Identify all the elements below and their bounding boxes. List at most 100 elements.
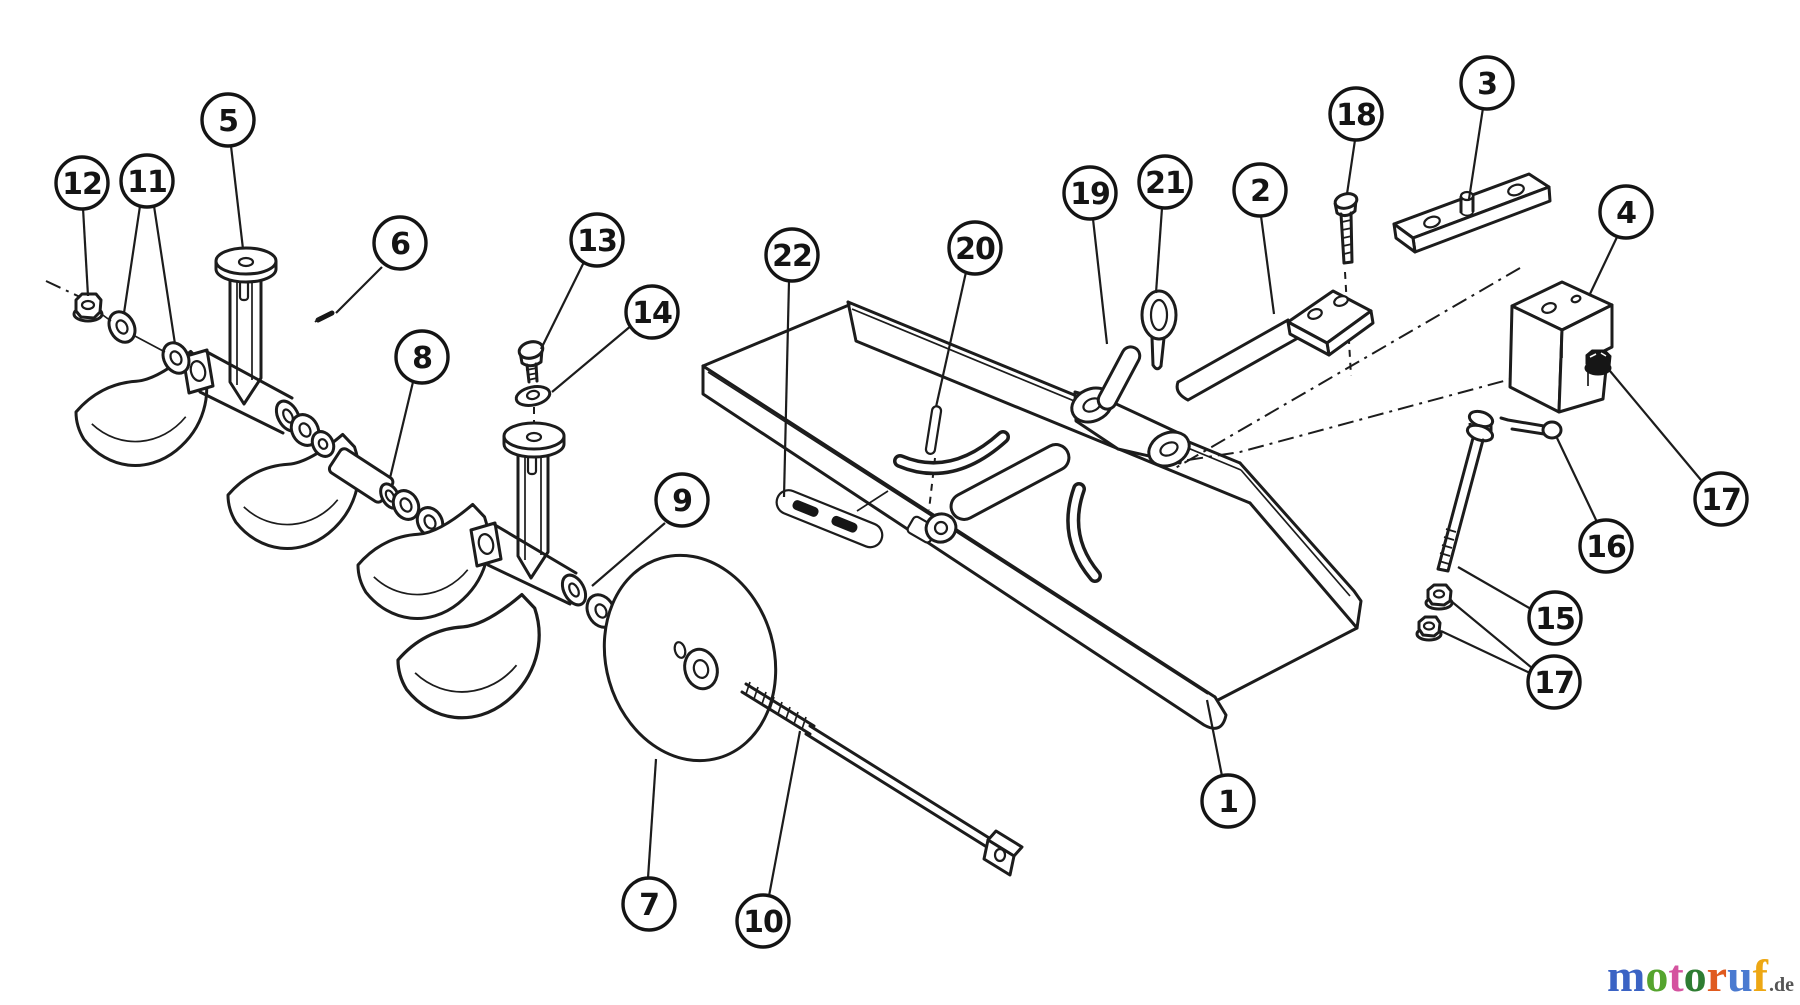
svg-text:2: 2 <box>1250 174 1270 209</box>
svg-text:10: 10 <box>743 905 783 940</box>
callout-2: 2 <box>1232 162 1288 218</box>
hex-bolt-13 <box>517 340 545 384</box>
logo-letter: t <box>1668 950 1684 1001</box>
logo-suffix: .de <box>1769 974 1794 996</box>
small-pin-6 <box>314 310 335 323</box>
logo-letter: m <box>1607 950 1646 1001</box>
machine-bolt-18 <box>1333 192 1359 265</box>
callout-19: 19 <box>1062 165 1118 221</box>
leader-20 <box>934 271 968 408</box>
hex-nut-12 <box>72 292 104 323</box>
lift-handle <box>1096 345 1142 411</box>
svg-text:15: 15 <box>1535 602 1575 637</box>
leader-9 <box>591 522 666 587</box>
svg-text:22: 22 <box>772 239 812 274</box>
leader-22 <box>782 280 791 498</box>
flange-nut <box>1415 615 1443 642</box>
slotted-bracket <box>775 489 884 549</box>
callout-21: 21 <box>1137 154 1193 210</box>
callout-14: 14 <box>624 284 680 340</box>
svg-text:4: 4 <box>1616 196 1636 231</box>
flat-washer-14 <box>514 385 552 407</box>
callout-17-upper: 17 <box>1693 471 1749 527</box>
leader-16 <box>1556 437 1598 523</box>
leader-3 <box>1467 107 1485 200</box>
motoruf-logo: motoruf.de <box>1607 953 1794 999</box>
svg-text:14: 14 <box>632 296 672 331</box>
disc-blade <box>602 553 778 763</box>
leader-1 <box>1205 699 1224 777</box>
mounting-bar <box>1392 172 1552 254</box>
leader-18 <box>1345 139 1357 195</box>
callout-8: 8 <box>394 329 450 385</box>
svg-text:12: 12 <box>62 167 102 202</box>
leader-19 <box>1091 218 1109 345</box>
tray-pan <box>701 300 1363 730</box>
leader-5 <box>229 145 245 250</box>
svg-text:5: 5 <box>218 104 238 139</box>
svg-text:18: 18 <box>1336 98 1376 133</box>
clamp-bracket <box>1508 280 1614 414</box>
svg-text:17: 17 <box>1701 483 1741 518</box>
leader-6 <box>335 266 383 314</box>
logo-letter: u <box>1727 950 1753 1001</box>
leader-17a <box>1609 370 1702 481</box>
callout-17-lower: 17 <box>1526 654 1582 710</box>
callout-10: 10 <box>735 893 791 949</box>
roll-pin <box>924 405 943 455</box>
leader-lines <box>81 107 1702 897</box>
axle-tube <box>198 350 294 435</box>
leader-12 <box>81 207 90 297</box>
svg-text:21: 21 <box>1145 166 1185 201</box>
svg-text:13: 13 <box>577 224 617 259</box>
washer-11b <box>161 341 191 375</box>
callout-6: 6 <box>372 215 428 271</box>
leader-13 <box>540 261 585 350</box>
washer-11a <box>107 310 137 344</box>
gang-assembly-middle <box>356 421 617 720</box>
leader-2 <box>1259 215 1276 315</box>
logo-letter: o <box>1683 950 1707 1001</box>
callout-15: 15 <box>1527 590 1583 646</box>
logo-letter: r <box>1706 950 1728 1001</box>
callout-4: 4 <box>1598 184 1654 240</box>
hitch-casting <box>1070 386 1191 468</box>
svg-text:11: 11 <box>127 165 167 200</box>
hub-pin <box>673 641 687 659</box>
leader-4 <box>1588 234 1619 297</box>
svg-text:9: 9 <box>672 484 692 519</box>
tow-bar <box>1175 289 1375 402</box>
gang-assembly-left <box>74 246 471 550</box>
svg-text:20: 20 <box>955 232 995 267</box>
svg-text:19: 19 <box>1070 177 1110 212</box>
svg-text:1: 1 <box>1218 785 1238 820</box>
callout-18: 18 <box>1328 86 1384 142</box>
pivot-bolt <box>906 512 958 544</box>
callout-7: 7 <box>621 876 677 932</box>
leader-14 <box>551 324 633 393</box>
tiller-blade <box>226 432 361 550</box>
logo-letter: f <box>1752 950 1768 1001</box>
svg-text:17: 17 <box>1534 666 1574 701</box>
ring-pin <box>1140 289 1178 371</box>
svg-text:7: 7 <box>639 888 659 923</box>
leader-15 <box>1457 566 1532 610</box>
logo-letter: o <box>1645 950 1669 1001</box>
tiller-blade <box>396 592 541 720</box>
flange-nut <box>1424 583 1454 611</box>
tiller-blade <box>74 349 209 467</box>
callout-16: 16 <box>1578 518 1634 574</box>
callout-13: 13 <box>569 212 625 268</box>
svg-text:3: 3 <box>1477 67 1497 102</box>
callout-12: 12 <box>54 155 110 211</box>
svg-text:8: 8 <box>412 341 432 376</box>
leader-10 <box>767 730 802 897</box>
axle-tube <box>486 523 578 606</box>
stud-pin <box>1459 190 1475 217</box>
leader-11 <box>122 205 177 345</box>
slide-rail <box>949 443 1071 521</box>
callout-11: 11 <box>119 153 175 209</box>
leader-17b <box>1440 600 1533 675</box>
callout-1: 1 <box>1200 773 1256 829</box>
